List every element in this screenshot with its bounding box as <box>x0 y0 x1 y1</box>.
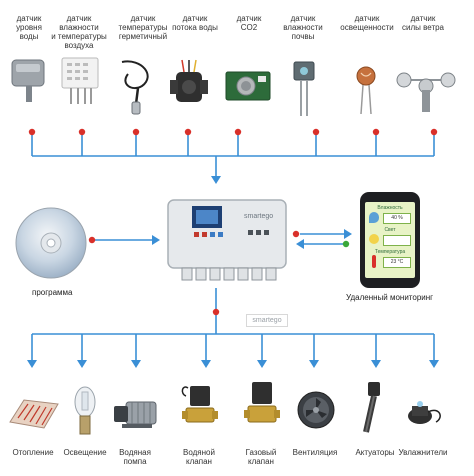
water-valve-icon <box>181 386 218 423</box>
actuator-label-actuators: Актуаторы <box>355 448 395 457</box>
arrow-down-to-actuator <box>77 360 87 368</box>
humidifier-icon <box>408 401 441 424</box>
smartphone-icon: Влажность 40 % Свет Температура 23 °C <box>360 192 420 288</box>
watermark: smartego <box>246 314 288 327</box>
sensor-label-soil: датчик влажности почвы <box>283 14 323 41</box>
actuator-label-humidifiers: Увлажнители <box>398 448 448 457</box>
actuator-label-pump: Водяная помпа <box>119 448 151 466</box>
sensor-connector-dot <box>28 128 36 136</box>
heating-mat-icon <box>9 399 59 429</box>
sensor-label-flow: датчик потока воды <box>172 14 218 32</box>
phone-caption: Удаленный мониторинг <box>346 293 434 302</box>
arrow-down-to-actuator <box>131 360 141 368</box>
arrow-down-to-actuator <box>429 360 439 368</box>
actuator-label-lighting: Освещение <box>63 448 107 457</box>
actuator-label-gas-valve: Газовый клапан <box>245 448 277 466</box>
arrow-down-to-actuator <box>27 360 37 368</box>
phone-connector-dot <box>342 240 350 248</box>
actuator-label-heating: Отопление <box>12 448 54 457</box>
arrow-down-to-actuator <box>371 360 381 368</box>
arrow-to-phone <box>344 229 352 239</box>
soil-moisture-sensor-icon <box>293 61 315 116</box>
sensor-connector-dot <box>312 128 320 136</box>
lamp-bulb-icon <box>74 386 96 435</box>
phone-temp-value: 23 °C <box>383 257 411 268</box>
sensor-label-light: датчик освещенности <box>340 14 394 32</box>
sensor-connector-dot <box>78 128 86 136</box>
fan-icon <box>297 391 335 429</box>
droplet-icon <box>369 212 379 223</box>
phone-screen: Влажность 40 % Свет Температура 23 °C <box>365 202 415 278</box>
arrow-down-to-actuator <box>257 360 267 368</box>
arrow-from-phone <box>296 239 304 249</box>
gas-valve-icon <box>244 382 280 423</box>
controller-connector-dot <box>292 230 300 238</box>
sensor-connector-dot <box>430 128 438 136</box>
anemometer-icon <box>396 72 456 112</box>
svg-text:smartego: smartego <box>244 213 273 220</box>
phone-light-label: Свет <box>384 227 396 233</box>
arrow-to-controller <box>152 235 160 245</box>
sensor-label-humidity-temp: датчик влажности и температуры воздуха <box>51 14 107 50</box>
co2-sensor-icon <box>225 71 271 101</box>
arrow-down-to-actuator <box>309 360 319 368</box>
sensor-connector-dot <box>234 128 242 136</box>
water-level-sensor-icon <box>11 59 45 102</box>
actuator-label-ventilation: Вентиляция <box>292 448 338 457</box>
sensor-label-temp-sealed: датчик температуры герметичный <box>118 14 168 41</box>
sensor-label-wind: датчик силы ветра <box>401 14 444 32</box>
phone-humidity-value: 40 % <box>383 213 411 224</box>
water-pump-icon <box>114 401 157 428</box>
actuator-label-water-valve: Водяной клапан <box>183 448 215 466</box>
software-connector-dot <box>88 236 96 244</box>
thermometer-icon <box>372 255 376 268</box>
sensor-connector-dot <box>132 128 140 136</box>
phone-humidity-label: Влажность <box>377 205 403 211</box>
controller-out-dot <box>212 308 220 316</box>
sensor-label-co2: датчик CO2 <box>236 14 262 32</box>
bulb-icon <box>369 234 379 244</box>
humidity-temperature-sensor-icon <box>61 57 99 104</box>
sensor-connector-dot <box>184 128 192 136</box>
software-label: программа <box>32 288 73 297</box>
arrow-down-to-controller <box>211 176 221 184</box>
phone-temp-label: Температура <box>374 249 406 255</box>
phone-light-value-box <box>383 235 411 246</box>
water-flow-sensor-icon <box>170 59 208 102</box>
arrow-down-to-actuator <box>201 360 211 368</box>
light-sensor-icon <box>356 66 376 115</box>
controller-unit-icon: smartego <box>167 199 287 281</box>
cd-disc-icon <box>15 207 87 279</box>
sealed-temperature-probe-icon <box>121 60 149 115</box>
sensor-connector-dot <box>372 128 380 136</box>
linear-actuator-icon <box>363 382 380 433</box>
sensor-label-water-level: датчик уровня воды <box>16 14 42 41</box>
